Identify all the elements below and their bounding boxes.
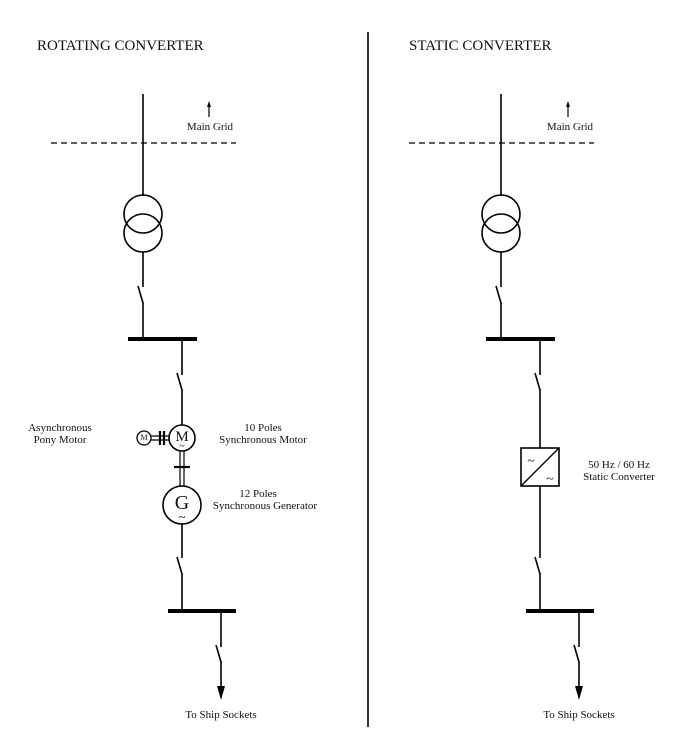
pony-motor-symbol: M <box>140 433 147 442</box>
rotating-converter-panel: ROTATING CONVERTER Main Grid M ~ <box>28 38 317 721</box>
switch-icon <box>573 644 580 663</box>
ac-output-symbol: ~ <box>546 472 554 487</box>
rotating-title: ROTATING CONVERTER <box>37 38 204 54</box>
static-converter-icon: ~ ~ <box>520 447 560 487</box>
pony-motor-icon: M <box>136 430 152 446</box>
static-converter-panel: STATIC CONVERTER Main Grid ~ ~ 50 Hz / 6… <box>409 38 655 721</box>
down-arrow-icon <box>575 686 583 700</box>
ac-symbol: ~ <box>179 441 185 452</box>
main-grid-connection: Main Grid <box>409 94 594 196</box>
generator-label-line2: Synchronous Generator <box>213 500 318 512</box>
switch-icon <box>215 644 222 663</box>
generator-icon: G ~ <box>162 485 202 525</box>
switch-icon <box>534 372 541 391</box>
pony-motor-label-line1: Asynchronous <box>28 422 92 434</box>
static-title: STATIC CONVERTER <box>409 38 552 54</box>
arrow-head-icon <box>207 101 211 107</box>
motor-icon: M ~ <box>168 424 196 452</box>
switch-icon <box>137 285 144 304</box>
ac-symbol: ~ <box>178 509 185 524</box>
switch-icon <box>176 372 183 391</box>
motor-symbol: M <box>175 429 188 445</box>
pony-motor-label-line2: Pony Motor <box>34 434 87 446</box>
down-arrow-icon <box>217 686 225 700</box>
ac-input-symbol: ~ <box>527 454 535 469</box>
main-grid-label: Main Grid <box>547 121 594 133</box>
main-grid-label: Main Grid <box>187 121 234 133</box>
main-grid-connection: Main Grid <box>51 94 236 196</box>
converter-label-line1: 50 Hz / 60 Hz <box>588 459 650 471</box>
switch-icon <box>534 556 541 575</box>
transformer-icon <box>481 194 521 253</box>
arrow-head-icon <box>566 101 570 107</box>
ship-sockets-label: To Ship Sockets <box>543 709 614 721</box>
ship-sockets-label: To Ship Sockets <box>185 709 256 721</box>
generator-symbol: G <box>175 492 189 514</box>
switch-icon <box>495 285 502 304</box>
generator-label-line1: 12 Poles <box>239 488 277 500</box>
motor-label-line1: 10 Poles <box>244 422 282 434</box>
motor-label-line2: Synchronous Motor <box>219 434 307 446</box>
transformer-icon <box>123 194 163 253</box>
switch-icon <box>176 556 183 575</box>
converter-label-line2: Static Converter <box>583 471 655 483</box>
